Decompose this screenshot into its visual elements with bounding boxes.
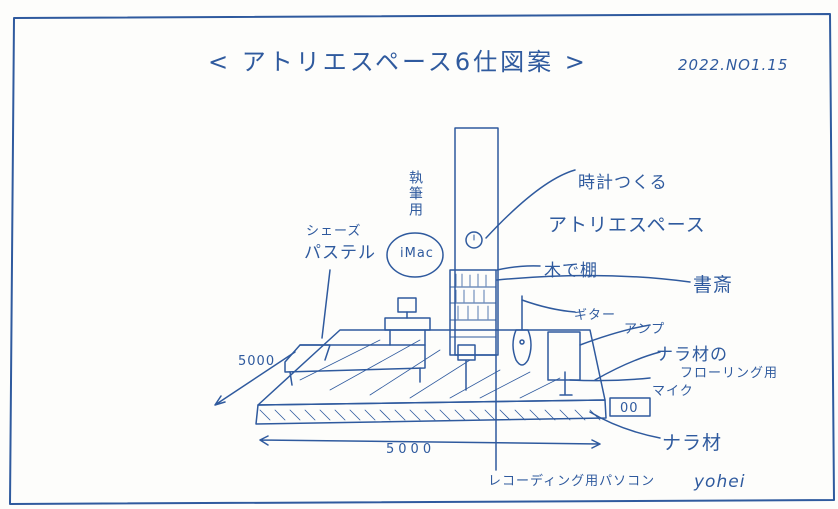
dim-bottom-arrow bbox=[259, 435, 601, 449]
floor-front bbox=[255, 399, 607, 425]
desk bbox=[384, 317, 431, 331]
clock-icon bbox=[465, 231, 483, 249]
floor-hatching bbox=[259, 339, 601, 421]
label-atelier: アトリエスペース bbox=[548, 214, 706, 236]
date-label: 2022.NO1.15 bbox=[678, 56, 789, 74]
label-amp: アンプ bbox=[624, 322, 666, 337]
label-wood-shelf: 木で棚 bbox=[544, 261, 598, 281]
label-oak-flooring-2: フローリング用 bbox=[680, 366, 779, 381]
label-pastel: パステル bbox=[304, 243, 376, 263]
speaker-box bbox=[609, 397, 651, 417]
tower bbox=[454, 127, 499, 356]
guitar bbox=[512, 295, 532, 366]
imac-bubble bbox=[386, 232, 444, 278]
label-chaise: シェーズ bbox=[306, 224, 362, 239]
sheet-frame bbox=[9, 13, 835, 505]
amp-box bbox=[547, 331, 581, 381]
label-guitar: ギター bbox=[574, 308, 617, 323]
label-oak: ナラ材 bbox=[662, 432, 723, 454]
dim-left-arrow bbox=[214, 351, 296, 406]
signature: yohei bbox=[694, 472, 746, 492]
label-oak-flooring-1: ナラ材の bbox=[656, 345, 728, 365]
chair bbox=[457, 344, 476, 391]
label-study: 書斎 bbox=[693, 274, 734, 296]
label-clock: 時計つくる bbox=[578, 173, 668, 193]
label-mic: マイク bbox=[652, 384, 694, 399]
label-dim-bottom: 5000 bbox=[386, 442, 436, 457]
floor-top bbox=[257, 329, 606, 406]
mic-stand bbox=[559, 371, 573, 396]
label-imac: iMac bbox=[400, 246, 434, 261]
bookshelf bbox=[449, 269, 497, 356]
label-recording-pc: レコーディング用パソコン bbox=[488, 474, 656, 489]
label-dim-left: 5000 bbox=[238, 354, 276, 369]
chaise bbox=[284, 344, 426, 373]
label-amp-speaker: 00 bbox=[620, 401, 639, 416]
label-desk-use: 執筆用 bbox=[407, 170, 423, 218]
imac-monitor bbox=[397, 297, 417, 313]
page-title: < アトリエスペース6仕図案 > bbox=[208, 48, 588, 76]
